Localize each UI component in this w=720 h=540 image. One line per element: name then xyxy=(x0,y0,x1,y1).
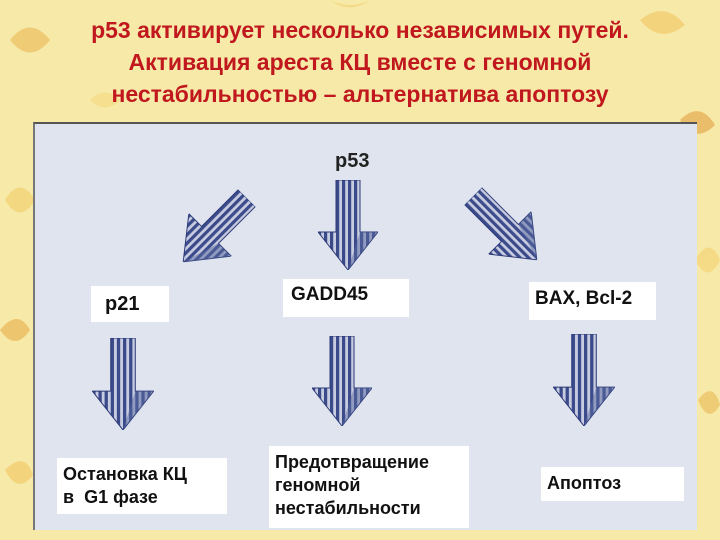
arrow-p53-to-gadd45 xyxy=(318,180,378,270)
arrow-p53-to-p21 xyxy=(161,176,269,284)
gadd45-label: GADD45 xyxy=(291,284,369,305)
prevention-line-1: Предотвращение xyxy=(275,452,429,472)
gadd45-box: GADD45 xyxy=(283,279,409,317)
slide-title: p53 активирует несколько независимых пут… xyxy=(0,14,720,110)
arrow-p53-to-bax xyxy=(451,174,559,282)
arrest-box: Остановка КЦ в G1 фазе xyxy=(57,458,227,514)
p21-box: p21 xyxy=(91,286,169,322)
arrest-line-2: в G1 фазе xyxy=(63,487,158,507)
title-line-3: нестабильностью – альтернатива апоптозу xyxy=(111,81,609,107)
title-line-2: Активация ареста КЦ вместе с геномной xyxy=(128,49,592,75)
apoptosis-label: Апоптоз xyxy=(547,473,622,493)
p53-label: p53 xyxy=(335,150,370,172)
arrow-gadd45-to-prevention xyxy=(312,336,372,426)
prevention-line-2: геномной xyxy=(275,475,361,495)
bax-bcl2-box: BAX, Bcl-2 xyxy=(529,282,656,320)
apoptosis-box: Апоптоз xyxy=(541,467,684,501)
bax-bcl2-label: BAX, Bcl-2 xyxy=(535,288,633,309)
arrow-bax-to-apoptosis xyxy=(553,334,615,426)
prevention-box: Предотвращение геномной нестабильности xyxy=(269,446,469,528)
title-line-1: p53 активирует несколько независимых пут… xyxy=(91,17,629,43)
prevention-line-3: нестабильности xyxy=(275,498,421,518)
arrow-p21-to-arrest xyxy=(92,338,154,430)
arrest-line-1: Остановка КЦ xyxy=(63,464,187,484)
p21-label: p21 xyxy=(105,293,140,315)
